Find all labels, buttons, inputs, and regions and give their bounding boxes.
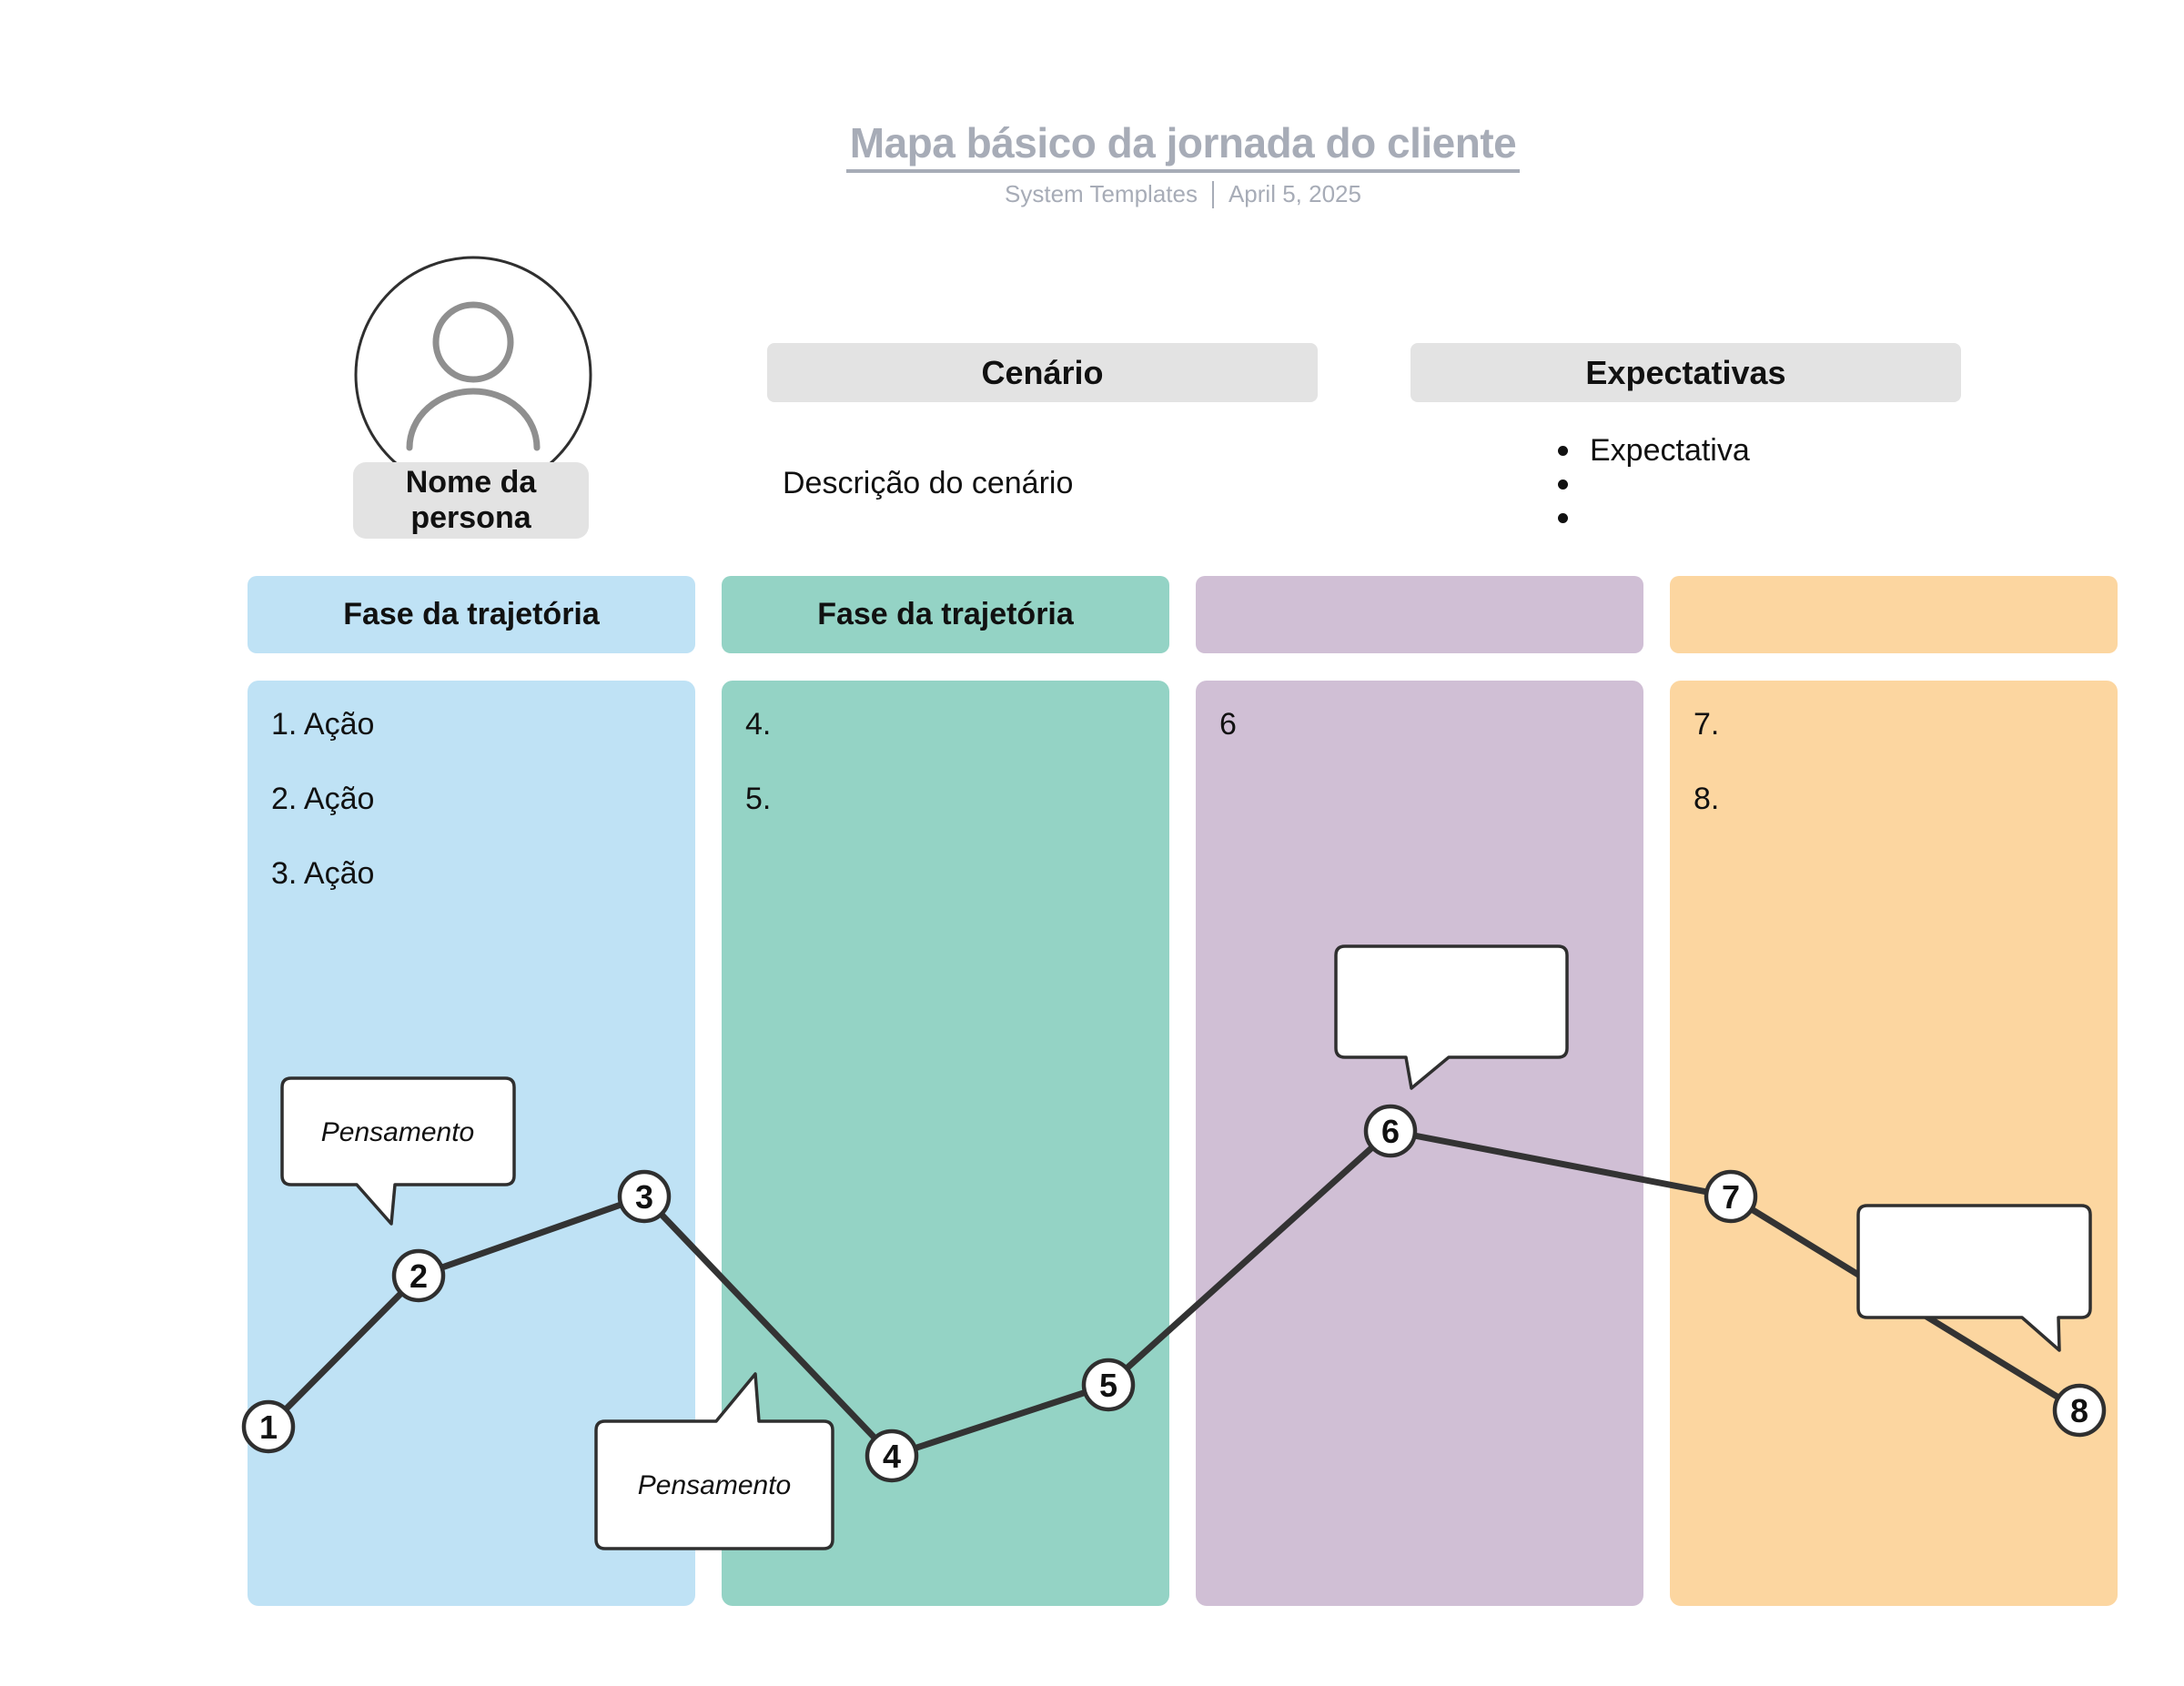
journey-point-label: 5: [1099, 1367, 1117, 1404]
action-item[interactable]: 3. Ação: [271, 856, 375, 891]
bullet-icon: [1558, 445, 1568, 456]
thought-bubble-text[interactable]: Pensamento: [638, 1470, 791, 1500]
journey-point-label: 3: [635, 1178, 653, 1216]
action-item[interactable]: 6: [1219, 707, 1237, 742]
expectations-list: Expectativa: [1558, 435, 1750, 536]
thought-bubble[interactable]: [1334, 944, 1569, 1090]
byline: System Templates: [1005, 180, 1198, 207]
bullet-icon: [1558, 479, 1568, 490]
subtitle: System Templates April 5, 2025: [728, 180, 1638, 208]
phase-header-2[interactable]: Fase da trajetória: [722, 576, 1169, 653]
persona-name-label[interactable]: Nome da persona: [353, 462, 589, 539]
persona-name-line1: Nome da: [405, 465, 537, 500]
journey-point-label: 4: [883, 1438, 901, 1475]
action-item[interactable]: 2. Ação: [271, 782, 375, 816]
scenario-header[interactable]: Cenário: [767, 343, 1318, 402]
bullet-icon: [1558, 512, 1568, 523]
journey-line: [265, 1127, 2083, 1459]
journey-point-5[interactable]: 5: [1081, 1358, 1136, 1412]
journey-point-label: 8: [2070, 1392, 2088, 1429]
thought-bubble-text[interactable]: Pensamento: [321, 1117, 474, 1147]
person-icon: [406, 301, 541, 451]
journey-point-6[interactable]: 6: [1363, 1104, 1418, 1158]
journey-point-8[interactable]: 8: [2052, 1383, 2107, 1438]
thought-bubble[interactable]: [1856, 1204, 2092, 1352]
journey-point-4[interactable]: 4: [864, 1429, 919, 1483]
journey-point-1[interactable]: 1: [241, 1399, 296, 1454]
expectation-item[interactable]: [1558, 469, 1750, 500]
date: April 5, 2025: [1228, 180, 1361, 207]
title-underline: [846, 169, 1520, 173]
phase-column-3[interactable]: 6: [1196, 681, 1643, 1606]
expectation-item[interactable]: [1558, 502, 1750, 533]
journey-point-label: 7: [1722, 1178, 1740, 1216]
journey-point-label: 1: [259, 1408, 278, 1446]
persona-name-line2: persona: [410, 500, 531, 535]
scenario-description[interactable]: Descrição do cenário: [783, 466, 1074, 500]
action-item[interactable]: 7.: [1694, 707, 1720, 742]
journey-point-2[interactable]: 2: [391, 1248, 446, 1303]
journey-point-label: 6: [1381, 1113, 1400, 1150]
phase-header-1[interactable]: Fase da trajetória: [248, 576, 695, 653]
journey-point-label: 2: [410, 1257, 428, 1295]
thought-bubble[interactable]: [280, 1076, 516, 1226]
phase-column-4[interactable]: 7. 8.: [1670, 681, 2118, 1606]
phase-header-3[interactable]: [1196, 576, 1643, 653]
journey-point-7[interactable]: 7: [1704, 1169, 1758, 1224]
action-item[interactable]: 8.: [1694, 782, 1720, 816]
page-title: Mapa básico da jornada do cliente: [849, 119, 1517, 167]
thought-bubble[interactable]: [594, 1372, 834, 1550]
expectations-header[interactable]: Expectativas: [1410, 343, 1961, 402]
expectation-item[interactable]: Expectativa: [1558, 435, 1750, 466]
expectation-text: Expectativa: [1590, 433, 1750, 468]
subtitle-divider: [1211, 180, 1214, 208]
action-item[interactable]: 5.: [745, 782, 772, 816]
action-item[interactable]: 1. Ação: [271, 707, 375, 742]
phase-header-4[interactable]: [1670, 576, 2118, 653]
action-item[interactable]: 4.: [745, 707, 772, 742]
journey-point-3[interactable]: 3: [617, 1169, 672, 1224]
